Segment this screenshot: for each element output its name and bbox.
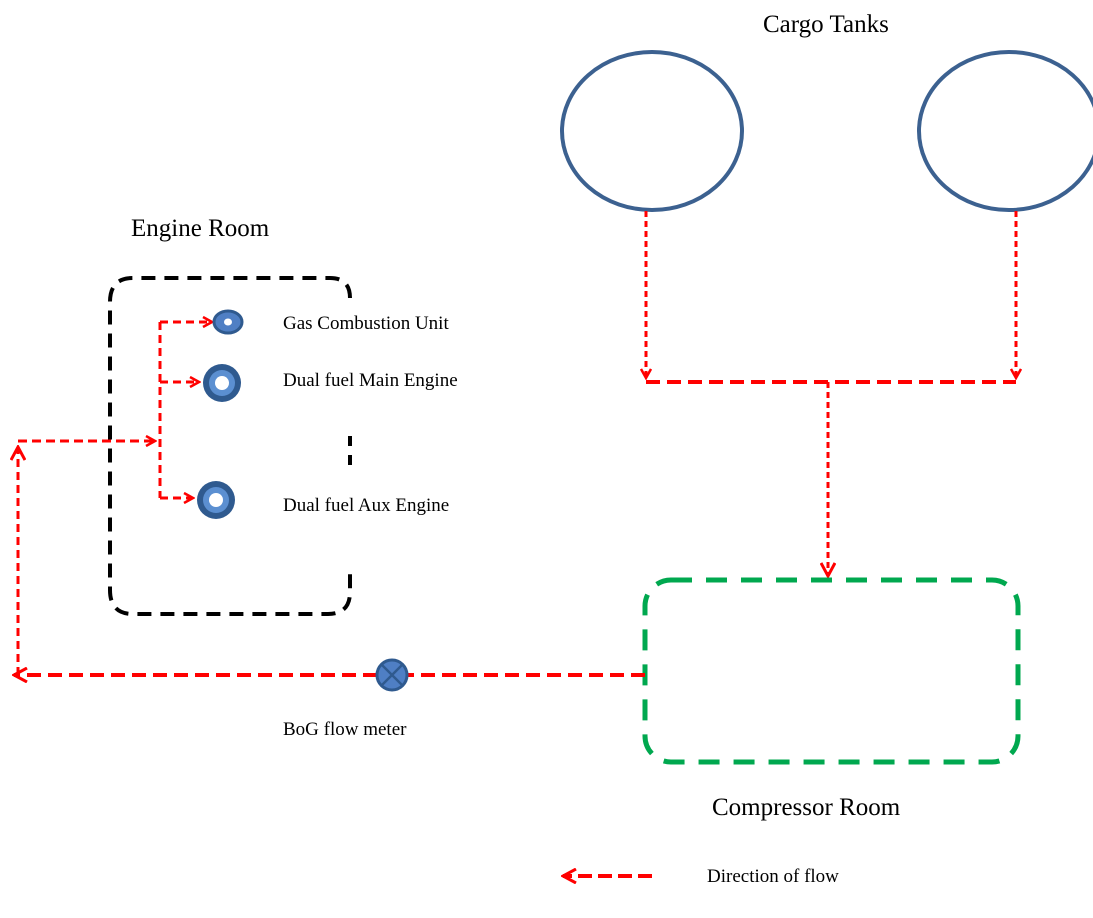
main-engine-label: Dual fuel Main Engine	[283, 370, 458, 391]
aux-engine-ring-icon	[197, 481, 235, 519]
compressor-room-box	[642, 577, 1021, 765]
cargo-tanks-label: Cargo Tanks	[763, 11, 889, 38]
legend-direction-label: Direction of flow	[707, 866, 839, 887]
cargo-tank-left	[560, 50, 744, 212]
aux-engine-label: Dual fuel Aux Engine	[283, 495, 450, 516]
cargo-tank-right	[917, 50, 1093, 212]
compressor-room-label: Compressor Room	[712, 794, 901, 821]
flow-meter-crossed-circle-icon	[375, 658, 409, 692]
gas-combustion-unit-label: Gas Combustion Unit	[283, 313, 449, 334]
engine-room-label: Engine Room	[131, 215, 270, 242]
bog-flow-meter-label: BoG flow meter	[283, 719, 407, 740]
main-engine-ring-icon	[203, 364, 241, 402]
gas-combustion-unit-ring-icon	[212, 309, 244, 335]
engine-room-box	[108, 276, 352, 616]
